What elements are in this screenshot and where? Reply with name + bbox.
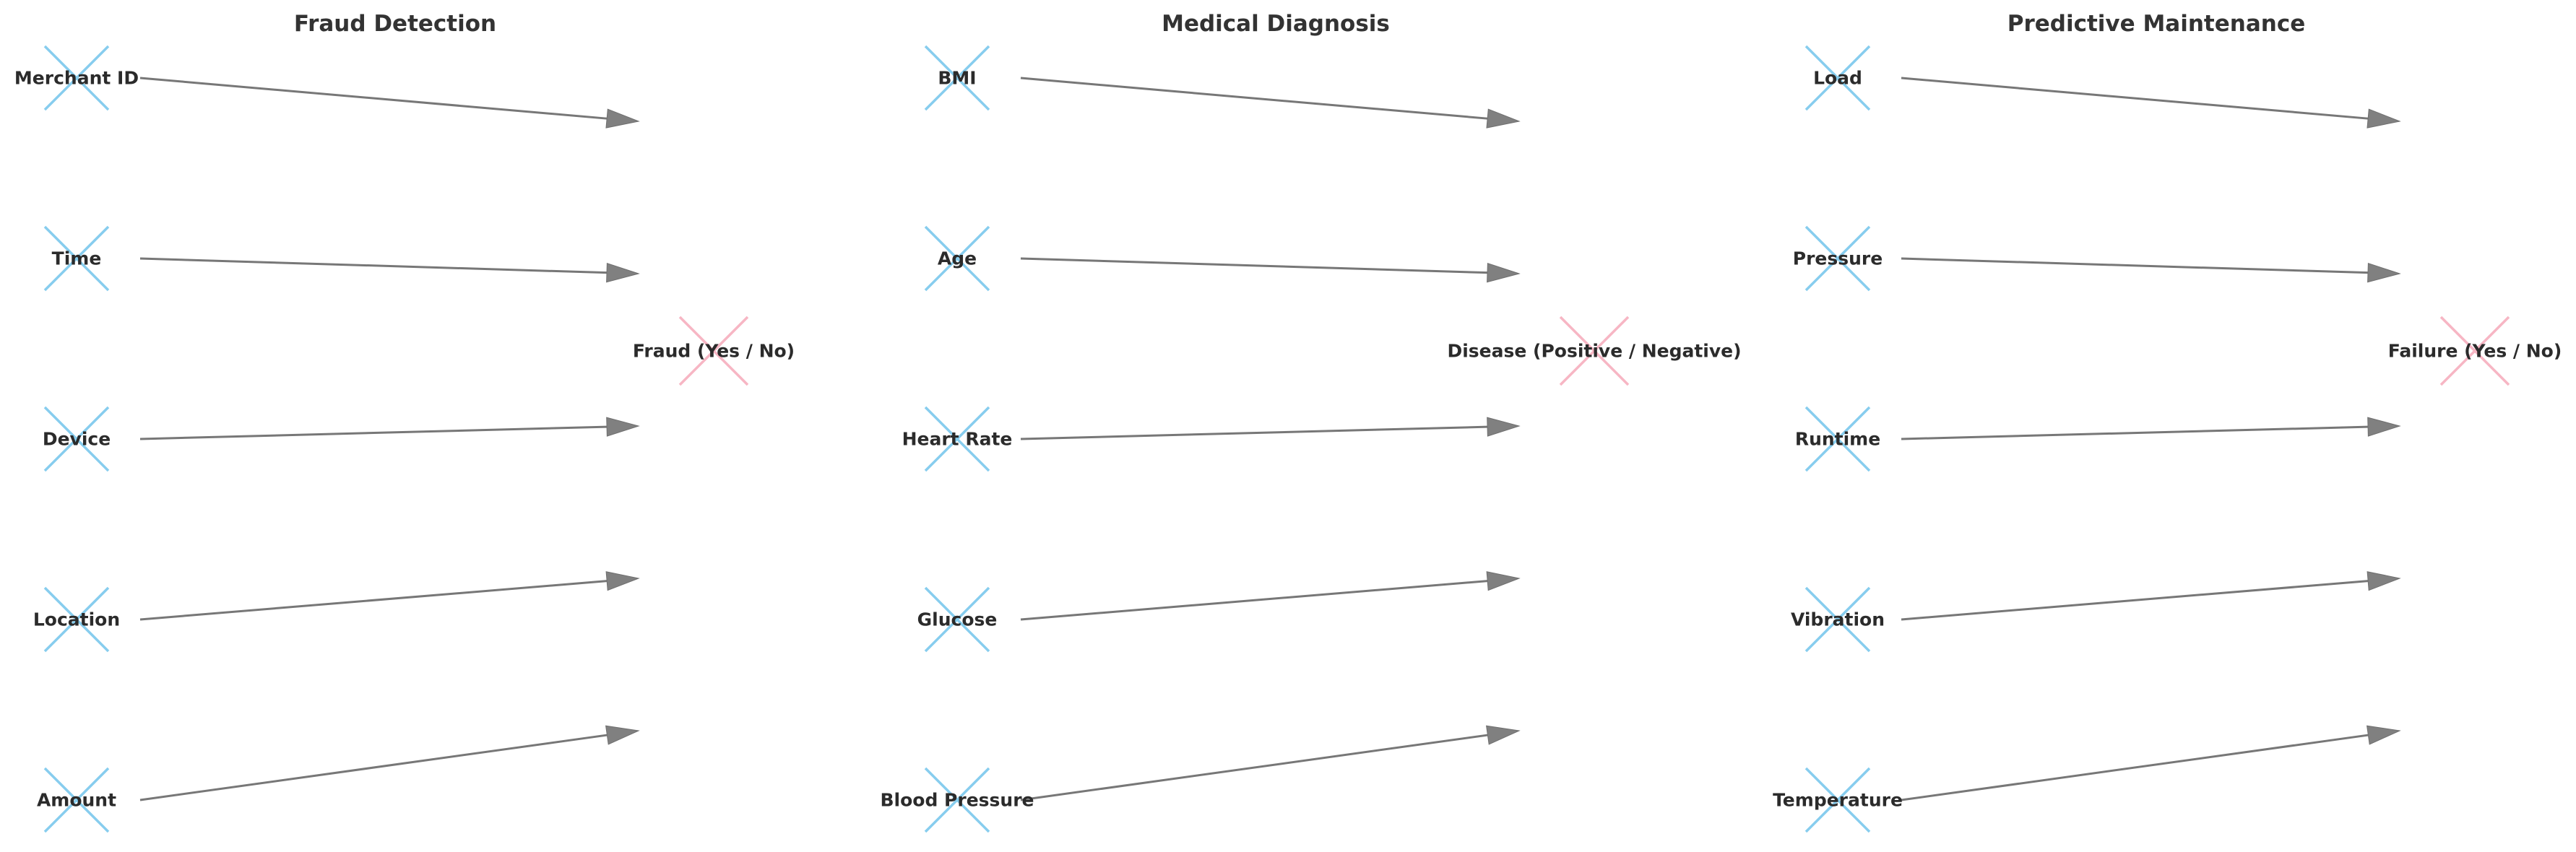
input-marker-icon xyxy=(924,45,990,111)
edge-arrow xyxy=(1020,571,1521,621)
panel-title: Fraud Detection xyxy=(294,11,496,37)
input-label: Age xyxy=(938,248,977,269)
edge-arrow xyxy=(139,257,640,283)
input-label: Pressure xyxy=(1793,248,1883,269)
target-marker-icon xyxy=(1559,316,1630,386)
edge-arrow xyxy=(1020,417,1521,440)
input-marker-icon xyxy=(1805,45,1871,111)
edge-arrow xyxy=(139,77,640,129)
input-label: Temperature xyxy=(1773,790,1903,811)
input-label: Heart Rate xyxy=(902,429,1013,450)
input-marker-icon xyxy=(43,767,110,833)
edge-arrow xyxy=(139,571,640,621)
input-label: Time xyxy=(52,248,102,269)
input-label: BMI xyxy=(938,68,976,89)
input-marker-icon xyxy=(1805,225,1871,292)
input-label: Load xyxy=(1813,68,1862,89)
input-marker-icon xyxy=(43,586,110,653)
edge-arrow xyxy=(1901,77,2401,129)
input-marker-icon xyxy=(1805,767,1871,833)
input-marker-icon xyxy=(924,586,990,653)
input-label: Vibration xyxy=(1791,609,1885,630)
input-marker-icon xyxy=(924,225,990,292)
edge-arrow xyxy=(139,417,640,440)
input-marker-icon xyxy=(1805,406,1871,472)
input-marker-icon xyxy=(43,406,110,472)
edge-arrow xyxy=(1020,725,1521,801)
input-marker-icon xyxy=(43,45,110,111)
input-label: Glucose xyxy=(917,609,998,630)
input-marker-icon xyxy=(1805,586,1871,653)
edge-arrow xyxy=(1901,571,2401,621)
target-label: Disease (Positive / Negative) xyxy=(1447,341,1741,362)
edge-arrow xyxy=(1901,257,2401,283)
input-label: Blood Pressure xyxy=(880,790,1034,811)
input-marker-icon xyxy=(924,406,990,472)
input-label: Device xyxy=(43,429,111,450)
target-marker-icon xyxy=(678,316,749,386)
input-label: Location xyxy=(33,609,120,630)
panel-title: Predictive Maintenance xyxy=(2007,11,2305,37)
target-label: Fraud (Yes / No) xyxy=(633,341,795,362)
input-label: Amount xyxy=(37,790,116,811)
edge-arrow xyxy=(1020,77,1521,129)
edge-arrow xyxy=(1901,725,2401,801)
edge-arrow xyxy=(139,725,640,801)
target-label: Failure (Yes / No) xyxy=(2388,341,2562,362)
input-label: Runtime xyxy=(1795,429,1880,450)
input-marker-icon xyxy=(43,225,110,292)
input-label: Merchant ID xyxy=(14,68,139,89)
edge-arrow xyxy=(1020,257,1521,283)
panel-title: Medical Diagnosis xyxy=(1162,11,1390,37)
edge-arrow xyxy=(1901,417,2401,440)
input-marker-icon xyxy=(924,767,990,833)
target-marker-icon xyxy=(2439,316,2510,386)
